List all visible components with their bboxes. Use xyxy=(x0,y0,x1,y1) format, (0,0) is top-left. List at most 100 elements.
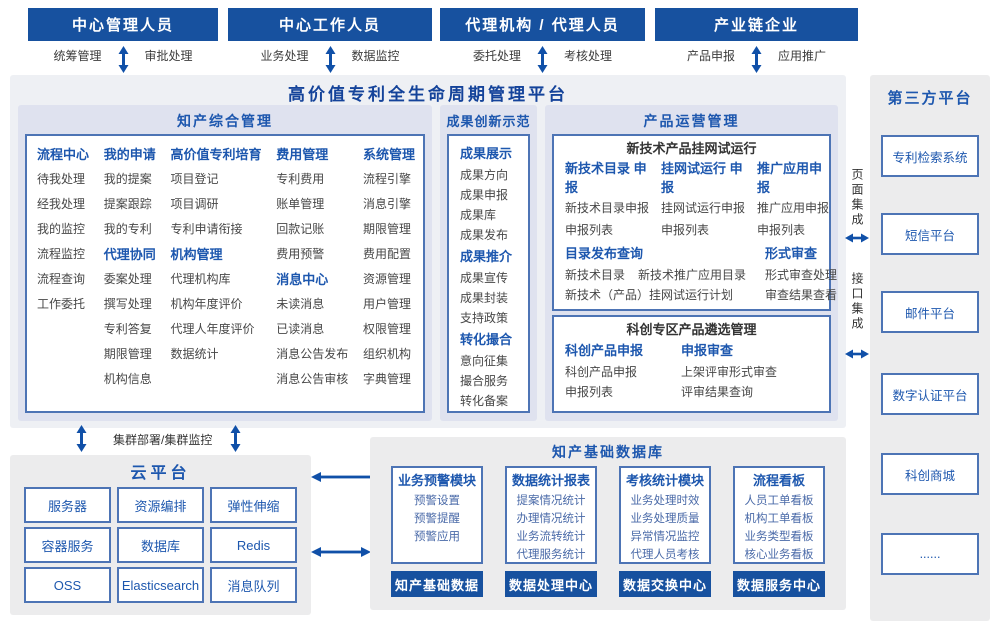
role-agency: 代理机构 / 代理人员 委托处理 考核处理 xyxy=(440,8,645,73)
menu-item: 业务流转统计 xyxy=(516,531,586,543)
group-header: 消息中心 xyxy=(276,272,329,287)
third-party-box: ...... xyxy=(881,533,979,575)
cloud-service-box: Redis xyxy=(210,527,297,563)
ip-col-fees: 费用管理 专利费用 账单管理 回款记账 费用预警 消息中心 未读消息 已读消息 … xyxy=(276,142,348,392)
menu-item: 经我处理 xyxy=(37,197,86,211)
vertical-double-arrow-icon xyxy=(537,46,548,73)
menu-item: 组织机构 xyxy=(362,347,411,361)
cloud-service-box: Elasticsearch xyxy=(117,567,204,603)
menu-item: 业务类型看板 xyxy=(744,531,814,543)
menu-item: 审查结果查看 xyxy=(765,288,838,302)
ip-col-cultivation: 高价值专利培育 项目登记 项目调研 专利申请衔接 机构管理 代理机构库 机构年度… xyxy=(170,142,261,392)
group-header: 推广应用申报 xyxy=(757,161,823,195)
menu-item: 专利答复 xyxy=(103,322,152,336)
menu-item: 项目调研 xyxy=(170,197,219,211)
menu-item: 办理情况统计 xyxy=(516,513,586,525)
menu-item: 代理人员考核 xyxy=(630,549,700,561)
group-header: 代理协同 xyxy=(103,247,156,262)
menu-item: 流程查询 xyxy=(37,272,86,286)
menu-item: 专利申请衔接 xyxy=(170,222,243,236)
menu-item: 预警应用 xyxy=(414,531,460,543)
menu-item: 费用配置 xyxy=(362,247,411,261)
menu-item: 业务处理质量 xyxy=(630,513,700,525)
role-title: 中心管理人员 xyxy=(28,8,218,41)
menu-item: 预警设置 xyxy=(414,495,460,507)
menu-item: 我的监控 xyxy=(37,222,86,236)
menu-item: 撰写处理 xyxy=(103,297,152,311)
menu-item: 提案情况统计 xyxy=(516,495,586,507)
vertical-double-arrow-icon xyxy=(230,425,241,452)
cloud-service-box: 弹性伸缩 xyxy=(210,487,297,523)
third-party-box: 短信平台 xyxy=(881,213,979,255)
menu-item: 机构工单看板 xyxy=(744,513,814,525)
cloud-service-box: 容器服务 xyxy=(24,527,111,563)
section-title: 成果创新示范 xyxy=(446,114,531,129)
ip-col-system: 系统管理 流程引擎 消息引擎 期限管理 费用配置 资源管理 用户管理 权限管理 … xyxy=(363,142,415,392)
role-label-right: 审批处理 xyxy=(144,49,193,63)
role-label-left: 业务处理 xyxy=(260,49,309,63)
db-footer-bar: 数据处理中心 xyxy=(505,571,597,597)
role-title: 产业链企业 xyxy=(655,8,858,41)
subbox-title: 科创专区产品遴选管理 xyxy=(626,322,757,337)
db-module-assessment: 考核统计模块 业务处理时效 业务处理质量 异常情况监控 代理人员考核 数据交换中… xyxy=(619,466,711,597)
po-col-sci-product-declare: 科创产品申报 科创产品申报 申报列表 xyxy=(565,340,643,402)
po-col-catalog-declare: 新技术目录 申报 新技术目录申报 申报列表 xyxy=(565,159,649,241)
db-footer-bar: 数据交换中心 xyxy=(619,571,711,597)
achievements-box: 成果展示 成果方向 成果申报 成果库 成果发布 成果推介 成果宣传 成果封装 支… xyxy=(447,134,530,413)
menu-item: 账单管理 xyxy=(276,197,325,211)
vertical-double-arrow-icon xyxy=(751,46,762,73)
vertical-double-arrow-icon xyxy=(76,425,87,452)
horizontal-double-arrow-icon xyxy=(845,233,869,243)
ip-database-title: 知产基础数据库 xyxy=(552,444,664,460)
db-footer-bar: 知产基础数据 xyxy=(391,571,483,597)
menu-item: 机构信息 xyxy=(103,372,152,386)
menu-item: 新技术目录申报 xyxy=(565,201,650,215)
sci-tech-selection-box: 科创专区产品遴选管理 科创产品申报 科创产品申报 申报列表 申报审查 上架评审形… xyxy=(552,315,831,413)
role-center-managers: 中心管理人员 统筹管理 审批处理 xyxy=(28,8,218,73)
group-header: 目录发布查询 xyxy=(565,246,644,261)
ip-database-panel: 知产基础数据库 业务预警模块 预警设置 预警提醒 预警应用 知产基础数据 数据统… xyxy=(370,437,846,610)
menu-item: 我的提案 xyxy=(103,172,152,186)
cloud-service-box: 服务器 xyxy=(24,487,111,523)
menu-item: 人员工单看板 xyxy=(744,495,814,507)
po-col-catalog-query: 目录发布查询 新技术目录 新技术推广应用目录 新技术（产品）挂网试运行计划 xyxy=(565,243,753,305)
role-title: 中心工作人员 xyxy=(228,8,432,41)
group-header: 流程看板 xyxy=(752,473,805,488)
menu-item: 期限管理 xyxy=(103,347,152,361)
platform-title: 高价值专利全生命周期管理平台 xyxy=(288,85,568,104)
menu-item: 消息公告审核 xyxy=(276,372,349,386)
group-header: 成果展示 xyxy=(460,146,513,161)
menu-item: 机构年度评价 xyxy=(170,297,243,311)
po-col-trial-declare: 挂网试运行 申报 挂网试运行申报 申报列表 xyxy=(661,159,745,241)
group-header: 费用管理 xyxy=(276,147,329,162)
menu-item: 我的专利 xyxy=(103,222,152,236)
group-header: 形式审查 xyxy=(765,246,818,261)
cloud-service-box: 资源编排 xyxy=(117,487,204,523)
menu-item: 申报列表 xyxy=(661,223,710,237)
menu-item: 工作委托 xyxy=(37,297,86,311)
menu-item: 待我处理 xyxy=(37,172,86,186)
third-party-title: 第三方平台 xyxy=(887,90,973,107)
ip-col-process-center: 流程中心 待我处理 经我处理 我的监控 流程监控 流程查询 工作委托 xyxy=(37,142,89,392)
menu-item: 资源管理 xyxy=(362,272,411,286)
menu-item: 新技术（产品）挂网试运行计划 xyxy=(565,288,734,302)
horizontal-double-arrow-icon xyxy=(311,547,371,557)
menu-item: 撮合服务 xyxy=(460,374,509,388)
ip-col-my-application: 我的申请 我的提案 提案跟踪 我的专利 代理协同 委案处理 撰写处理 专利答复 … xyxy=(104,142,156,392)
menu-item: 成果发布 xyxy=(460,228,509,242)
vertical-double-arrow-icon xyxy=(118,46,128,73)
group-header: 考核统计模块 xyxy=(625,473,704,488)
db-footer-bar: 数据服务中心 xyxy=(733,571,825,597)
menu-item: 已读消息 xyxy=(276,322,325,336)
group-header: 我的申请 xyxy=(103,147,156,162)
menu-item: 专利费用 xyxy=(276,172,325,186)
group-header: 高价值专利培育 xyxy=(170,147,262,162)
menu-item: 申报列表 xyxy=(565,385,614,399)
menu-item: 期限管理 xyxy=(362,222,411,236)
menu-item: 推广应用申报 xyxy=(757,201,830,215)
menu-item: 成果方向 xyxy=(460,168,509,182)
role-title: 代理机构 / 代理人员 xyxy=(440,8,645,41)
menu-item: 回款记账 xyxy=(276,222,325,236)
menu-item: 预警提醒 xyxy=(414,513,460,525)
